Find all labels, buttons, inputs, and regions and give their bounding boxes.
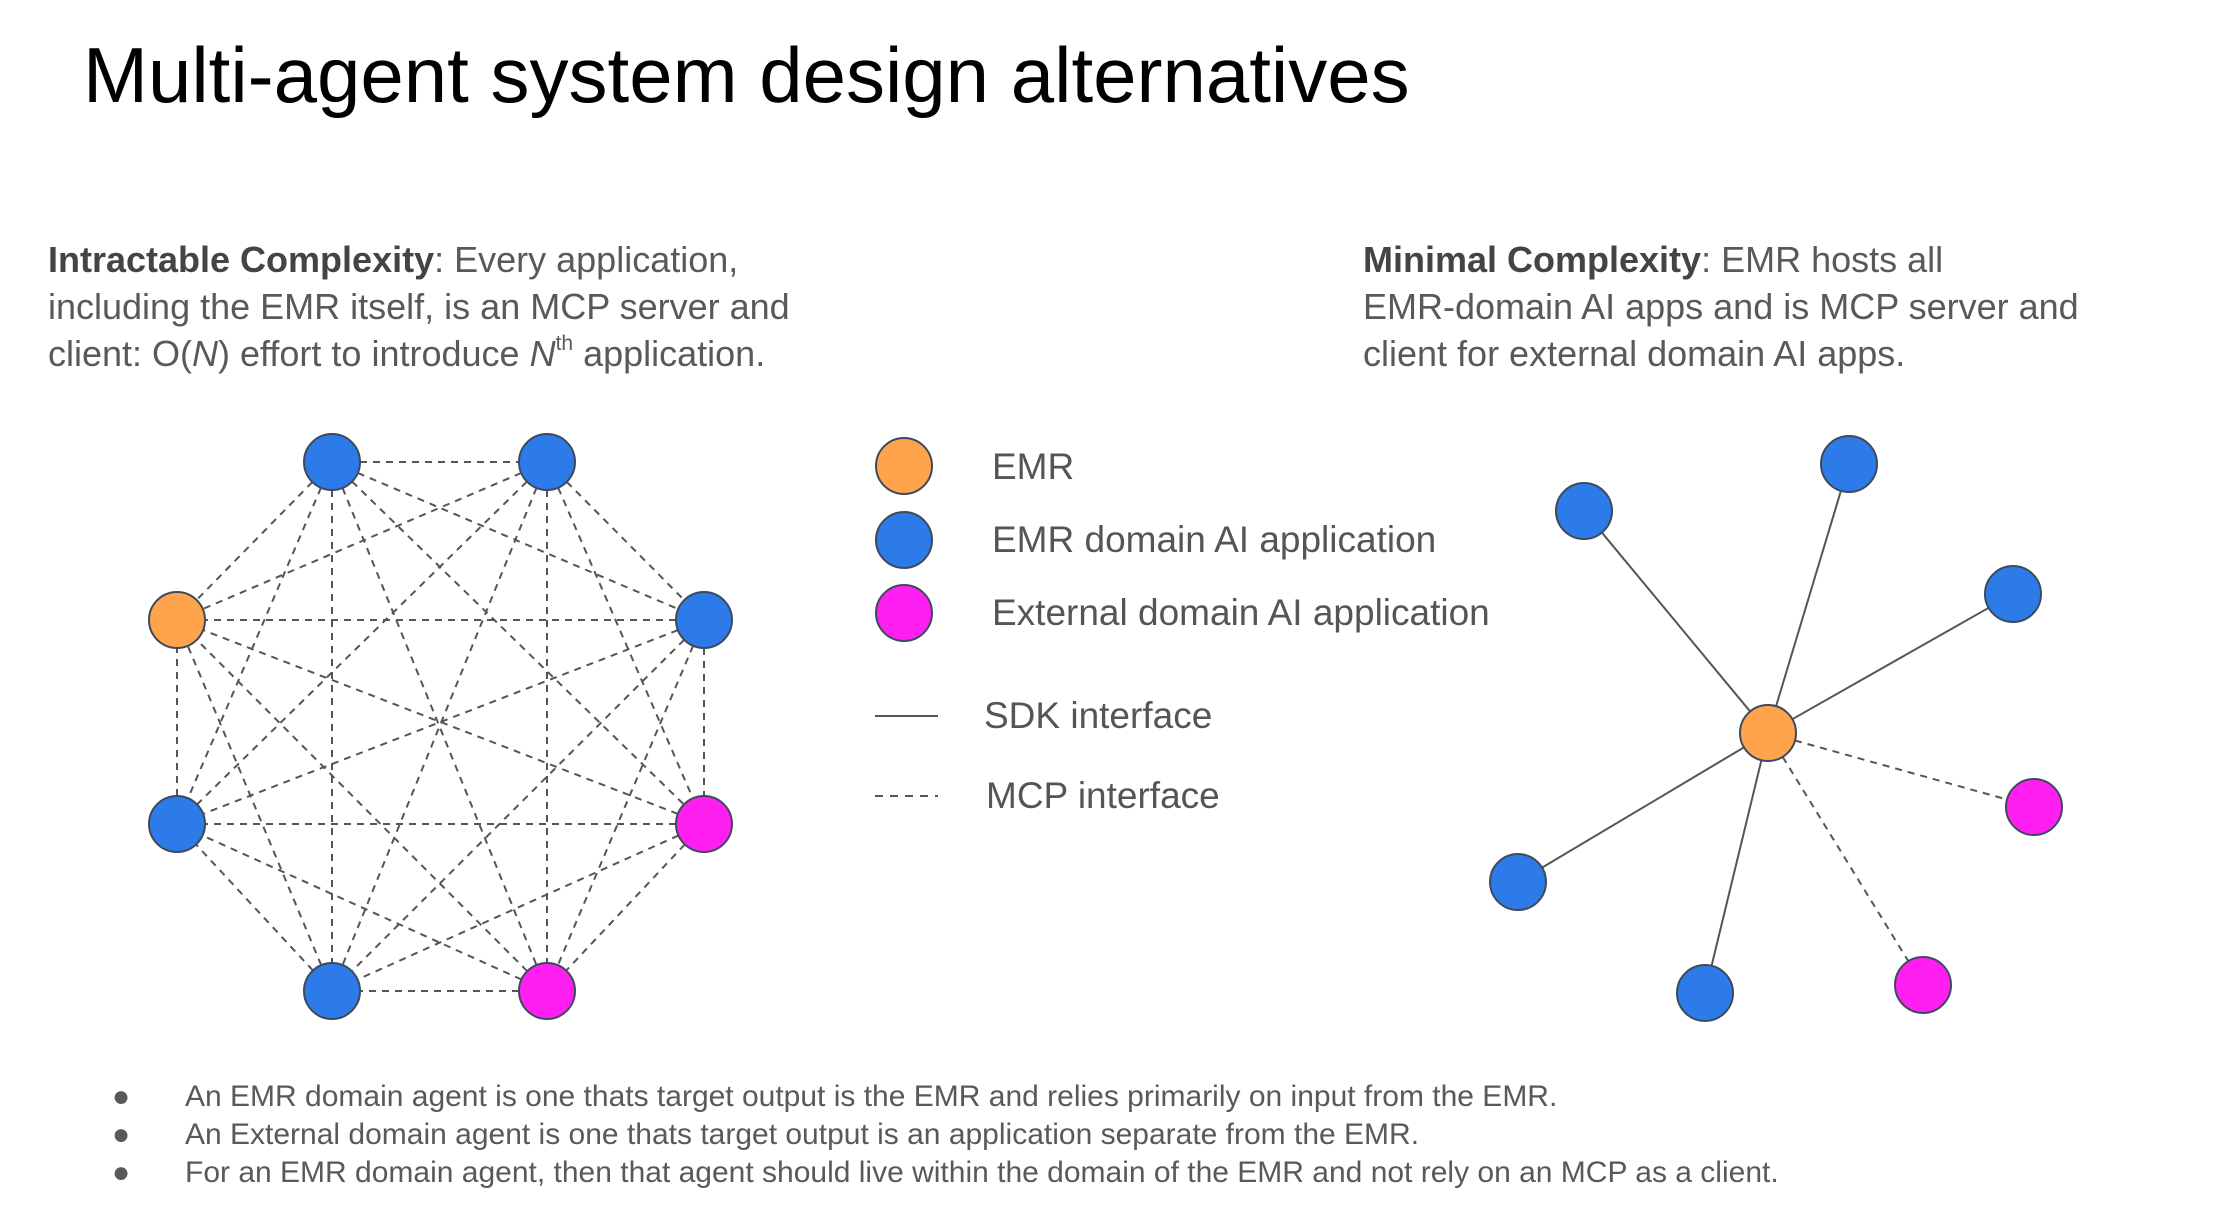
mesh-mcp-edge bbox=[186, 645, 323, 966]
intractable-n: N bbox=[192, 333, 219, 374]
intractable-line3-c: application. bbox=[573, 333, 766, 374]
mesh-mcp-edge bbox=[202, 629, 679, 815]
star-mcp-edge bbox=[1781, 756, 1910, 962]
star-node-external-domain bbox=[1894, 956, 1952, 1014]
legend-emr-domain-label: EMR domain AI application bbox=[992, 519, 1437, 560]
intractable-n2: N bbox=[529, 333, 556, 374]
minimal-line3: client for external domain AI apps. bbox=[1363, 333, 1906, 374]
mesh-mcp-edge bbox=[195, 481, 314, 601]
mesh-mcp-edge bbox=[187, 487, 322, 799]
note-text: An EMR domain agent is one thats target … bbox=[185, 1080, 1558, 1113]
minimal-complexity-description: Minimal Complexity: EMR hosts all EMR-do… bbox=[1363, 236, 2079, 377]
intractable-heading: Intractable Complexity bbox=[48, 239, 435, 280]
mesh-mcp-edge bbox=[557, 487, 694, 799]
notes-list: ● An EMR domain agent is one thats target… bbox=[100, 1078, 1779, 1192]
mesh-mcp-edge bbox=[341, 487, 538, 966]
mesh-node-emr-domain bbox=[303, 433, 361, 491]
mesh-node-emr-domain bbox=[303, 962, 361, 1020]
mesh-node-external-domain bbox=[518, 962, 576, 1020]
star-edges bbox=[1541, 490, 2008, 967]
legend-external-domain-label: External domain AI application bbox=[992, 592, 1490, 633]
mesh-edges bbox=[176, 461, 705, 992]
star-node-external-domain bbox=[2005, 778, 2063, 836]
legend-sdk-label: SDK interface bbox=[984, 695, 1213, 736]
note-text: An External domain agent is one thats ta… bbox=[185, 1118, 1420, 1151]
mesh-nodes bbox=[148, 433, 733, 1020]
intractable-line3-a: client: O( bbox=[48, 333, 193, 374]
intractable-line2: including the EMR itself, is an MCP serv… bbox=[48, 286, 790, 327]
mesh-node-emr-domain bbox=[675, 591, 733, 649]
intractable-line1: : Every application, bbox=[434, 239, 739, 280]
star-node-emr-domain bbox=[1984, 565, 2042, 623]
star-node-emr-domain bbox=[1820, 435, 1878, 493]
bullet-dot: ● bbox=[112, 1080, 131, 1113]
mesh-node-emr bbox=[148, 591, 206, 649]
mesh-mcp-edge bbox=[565, 843, 686, 972]
mesh-mcp-edge bbox=[556, 645, 695, 966]
intractable-sup: th bbox=[555, 332, 574, 355]
minimal-heading: Minimal Complexity bbox=[1363, 239, 1702, 280]
star-nodes bbox=[1489, 435, 2063, 1022]
mesh-mcp-edge bbox=[202, 472, 522, 610]
mesh-mcp-edge bbox=[202, 629, 679, 815]
note-text: For an EMR domain agent, then that agent… bbox=[185, 1156, 1779, 1189]
mesh-mcp-edge bbox=[341, 487, 538, 966]
mesh-mcp-edge bbox=[566, 481, 685, 601]
legend-external-domain-swatch bbox=[875, 584, 933, 642]
mesh-node-emr-domain bbox=[148, 795, 206, 853]
mesh-mcp-edge bbox=[202, 834, 522, 981]
legend-emr-label: EMR bbox=[992, 446, 1075, 487]
star-sdk-edge bbox=[1710, 759, 1763, 967]
mesh-node-external-domain bbox=[675, 795, 733, 853]
minimal-line2: EMR-domain AI apps and is MCP server and bbox=[1363, 286, 2079, 327]
note-item: ● An External domain agent is one thats t… bbox=[100, 1116, 1779, 1154]
star-sdk-edge bbox=[1775, 490, 1842, 707]
note-item: ● For an EMR domain agent, then that agen… bbox=[100, 1154, 1779, 1192]
mesh-node-emr-domain bbox=[518, 433, 576, 491]
legend-marks bbox=[875, 437, 938, 797]
bullet-dot: ● bbox=[112, 1118, 131, 1151]
mesh-mcp-edge bbox=[196, 639, 528, 972]
star-mcp-edge bbox=[1794, 739, 2008, 801]
mesh-mcp-edge bbox=[351, 480, 685, 806]
mesh-mcp-edge bbox=[357, 834, 679, 981]
mesh-mcp-edge bbox=[351, 639, 685, 972]
note-item: ● An EMR domain agent is one thats target… bbox=[100, 1078, 1779, 1116]
legend-emr-domain-swatch bbox=[875, 511, 933, 569]
star-hub-emr bbox=[1739, 704, 1797, 762]
intractable-line3-b: ) effort to introduce bbox=[218, 333, 530, 374]
minimal-line1: : EMR hosts all bbox=[1701, 239, 1944, 280]
bullet-dot: ● bbox=[112, 1156, 131, 1189]
star-sdk-edge bbox=[1791, 606, 1990, 721]
legend-emr-swatch bbox=[875, 437, 933, 495]
star-node-emr-domain bbox=[1676, 964, 1734, 1022]
mesh-mcp-edge bbox=[196, 480, 528, 806]
page-title: Multi-agent system design alternatives bbox=[83, 31, 1410, 119]
star-node-emr-domain bbox=[1555, 482, 1613, 540]
mesh-mcp-edge bbox=[357, 472, 679, 610]
intractable-complexity-description: Intractable Complexity: Every applicatio… bbox=[48, 236, 790, 377]
star-node-emr-domain bbox=[1489, 853, 1547, 911]
legend-mcp-label: MCP interface bbox=[986, 775, 1220, 816]
star-sdk-edge bbox=[1541, 746, 1745, 869]
star-sdk-edge bbox=[1601, 531, 1751, 713]
mesh-mcp-edge bbox=[195, 843, 314, 972]
